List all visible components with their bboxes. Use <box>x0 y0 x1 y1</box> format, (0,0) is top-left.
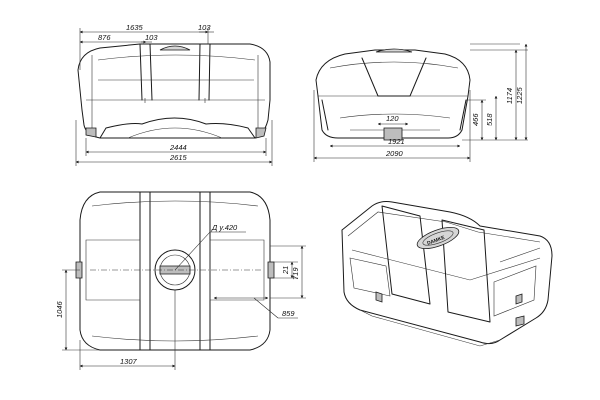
dim-21: 21 <box>281 266 290 275</box>
dim-2090: 2090 <box>385 149 404 158</box>
side-view-outline <box>315 49 471 139</box>
dim-1046: 1046 <box>55 300 64 318</box>
dim-1307: 1307 <box>120 357 138 366</box>
dim-120: 120 <box>386 114 399 123</box>
dim-2444: 2444 <box>169 143 187 152</box>
iso-lid <box>416 226 460 250</box>
dim-103-right: 103 <box>198 23 211 32</box>
dim-1225: 1225 <box>515 86 524 104</box>
dim-103-left: 103 <box>145 33 158 42</box>
dim-2615: 2615 <box>169 153 188 162</box>
front-view: 1635 876 103 103 2444 2615 <box>75 23 273 166</box>
top-view: Д у.420 21 719 859 1046 1307 <box>55 191 306 370</box>
dim-466: 466 <box>471 113 480 126</box>
side-view: 120 1921 2090 466 518 1174 1225 <box>313 43 528 162</box>
front-view-outline <box>77 43 271 139</box>
top-view-outline <box>79 191 271 351</box>
iso-view-outline <box>341 201 553 345</box>
dim-876: 876 <box>98 33 111 42</box>
dim-lid-diameter: Д у.420 <box>211 223 238 232</box>
isometric-view: DAMKE <box>341 201 553 347</box>
dim-719: 719 <box>291 267 300 280</box>
dim-859: 859 <box>282 309 295 318</box>
dim-1635: 1635 <box>126 23 144 32</box>
dim-518: 518 <box>485 113 494 126</box>
front-view-base-arch <box>99 117 256 139</box>
dim-1174: 1174 <box>505 88 514 104</box>
dim-1921: 1921 <box>388 137 405 146</box>
